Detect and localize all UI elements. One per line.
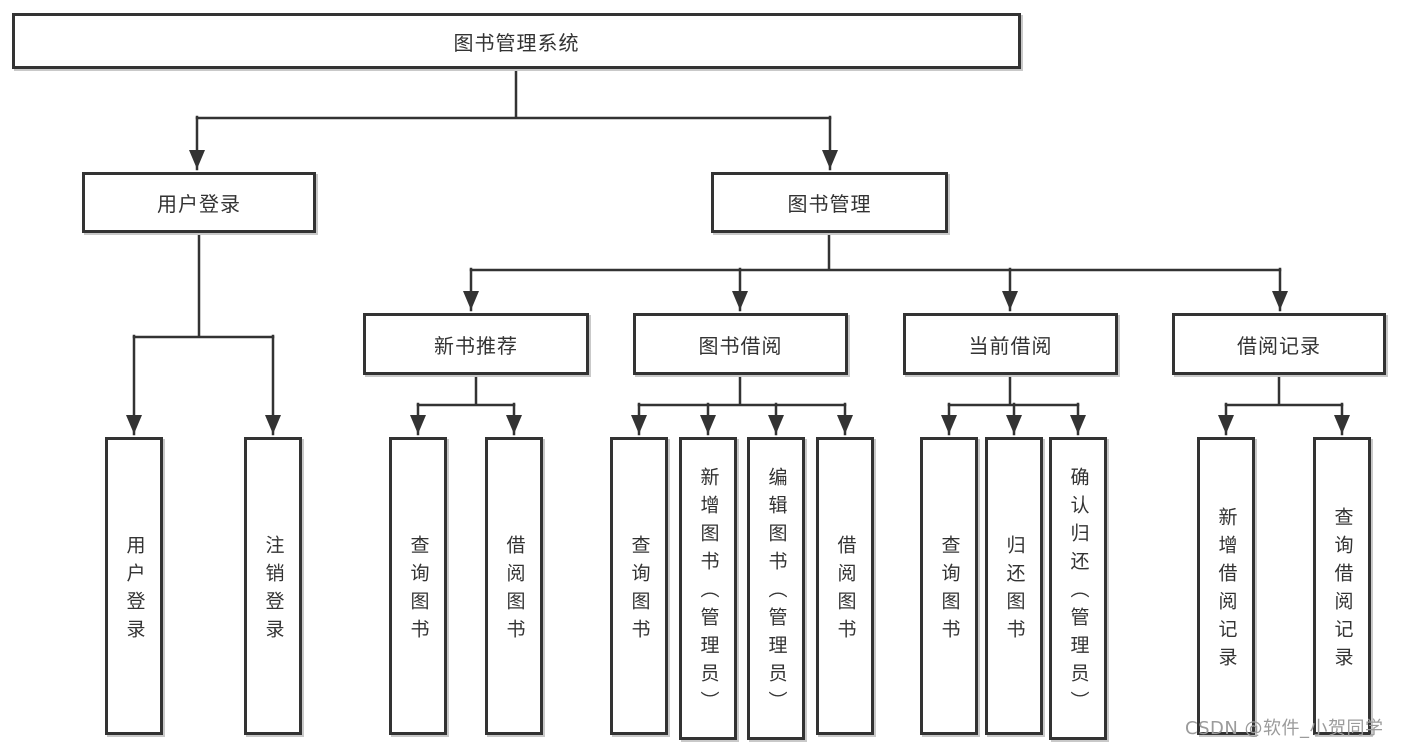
node-label: 新书推荐 — [434, 333, 518, 358]
node-label: 查询借阅记录 — [1331, 506, 1354, 675]
node-book-borrow: 图书借阅 — [633, 313, 848, 375]
node-new-book-recommend: 新书推荐 — [363, 313, 589, 375]
leaf-logout: 注销登录 — [244, 437, 302, 735]
leaf-edit-books-admin: 编辑图书（管理员） — [747, 437, 805, 740]
node-label: 确认归还（管理员） — [1067, 467, 1090, 719]
leaf-borrow-books-recommend: 借阅图书 — [485, 437, 543, 735]
leaf-borrow-books: 借阅图书 — [816, 437, 874, 735]
leaf-add-borrow-record: 新增借阅记录 — [1197, 437, 1255, 735]
node-label: 查询图书 — [407, 534, 430, 647]
node-label: 借阅图书 — [834, 534, 857, 647]
leaf-user-login: 用户登录 — [105, 437, 163, 735]
node-label: 编辑图书（管理员） — [765, 467, 788, 719]
node-label: 新增图书（管理员） — [697, 467, 720, 719]
node-label: 用户登录 — [157, 192, 241, 216]
node-label: 图书管理 — [787, 192, 872, 216]
node-label: 图书借阅 — [698, 333, 783, 358]
node-label: 用户登录 — [123, 534, 146, 647]
node-book-management-branch: 图书管理 — [711, 172, 948, 233]
node-root-system: 图书管理系统 — [12, 13, 1021, 69]
node-label: 新增借阅记录 — [1215, 506, 1238, 675]
node-label: 借阅记录 — [1237, 333, 1321, 358]
leaf-query-books-recommend: 查询图书 — [389, 437, 447, 735]
leaf-add-books-admin: 新增图书（管理员） — [679, 437, 737, 740]
node-user-login-branch: 用户登录 — [82, 172, 316, 233]
node-current-borrow: 当前借阅 — [903, 313, 1118, 375]
csdn-watermark: CSDN @软件_小贺同学 — [1185, 718, 1384, 739]
leaf-confirm-return-admin: 确认归还（管理员） — [1049, 437, 1107, 740]
leaf-query-books-current: 查询图书 — [920, 437, 978, 735]
node-label: 注销登录 — [262, 534, 285, 647]
node-label: 查询图书 — [938, 534, 961, 647]
node-label: 当前借阅 — [968, 333, 1053, 358]
node-label: 图书管理系统 — [453, 30, 580, 55]
node-label: 查询图书 — [628, 534, 651, 647]
node-label: 借阅图书 — [503, 534, 526, 647]
leaf-return-books: 归还图书 — [985, 437, 1043, 735]
node-borrow-records: 借阅记录 — [1172, 313, 1386, 375]
leaf-query-borrow-record: 查询借阅记录 — [1313, 437, 1371, 735]
node-label: 归还图书 — [1003, 534, 1026, 647]
leaf-query-books-borrow: 查询图书 — [610, 437, 668, 735]
